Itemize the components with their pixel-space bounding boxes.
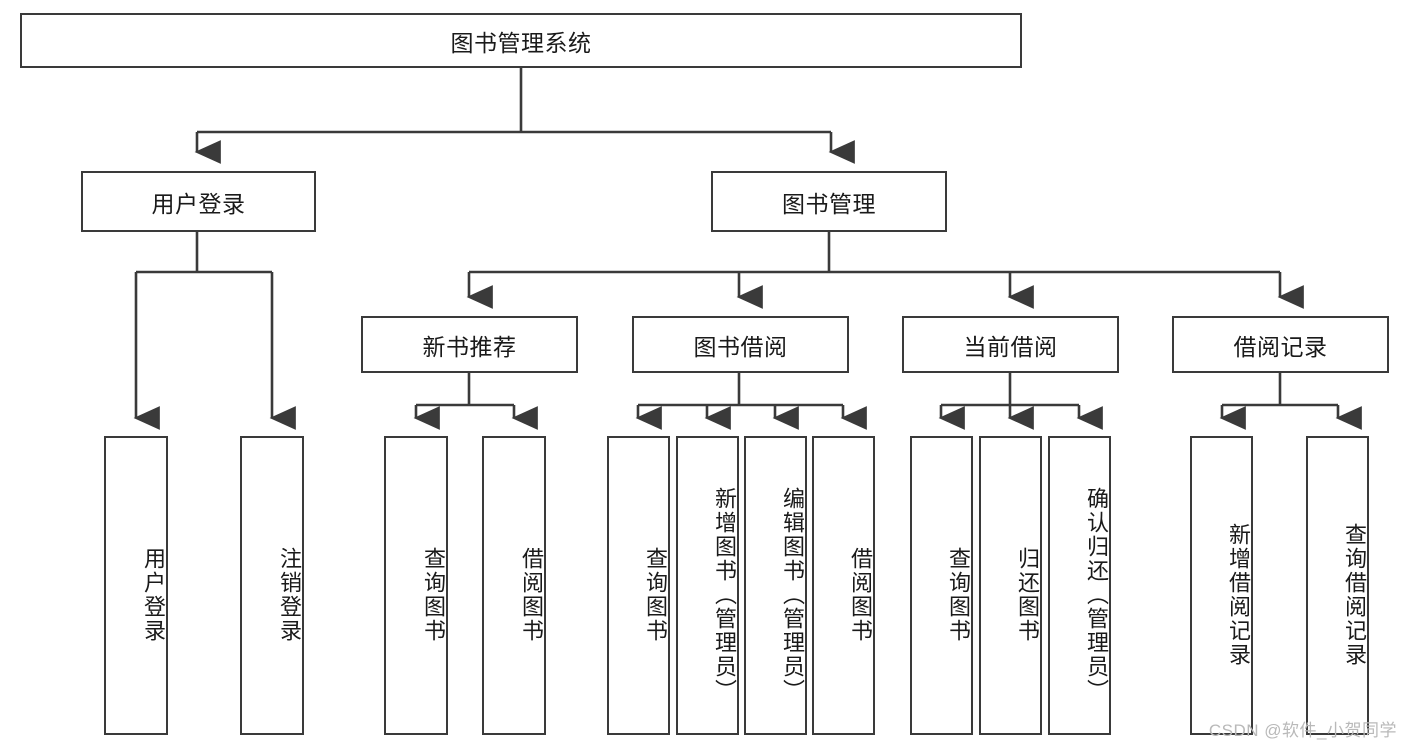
node-label: 归还图书	[1015, 546, 1040, 643]
leaf-record-query-record[interactable]: 查询借阅记录	[1306, 436, 1369, 735]
node-borrow-record[interactable]: 借阅记录	[1172, 316, 1389, 373]
node-label: 图书管理系统	[450, 29, 592, 56]
node-current-borrow[interactable]: 当前借阅	[902, 316, 1119, 373]
leaf-record-add-record[interactable]: 新增借阅记录	[1190, 436, 1253, 735]
node-label: 借阅图书	[519, 546, 544, 643]
node-user-login[interactable]: 用户登录	[81, 171, 316, 232]
node-book-borrow[interactable]: 图书借阅	[632, 316, 849, 373]
node-label: 确认归还（管理员）	[1084, 486, 1109, 703]
node-label: 编辑图书（管理员）	[780, 486, 805, 703]
leaf-user-login-logout[interactable]: 注销登录	[240, 436, 304, 735]
node-label: 用户登录	[151, 190, 246, 217]
node-label: 注销登录	[277, 546, 302, 643]
node-label: 借阅记录	[1233, 333, 1328, 360]
leaf-borrow-borrow-book[interactable]: 借阅图书	[812, 436, 875, 735]
leaf-user-login-login[interactable]: 用户登录	[104, 436, 168, 735]
node-book-management[interactable]: 图书管理	[711, 171, 947, 232]
node-label: 查询借阅记录	[1342, 522, 1367, 667]
leaf-current-query-book[interactable]: 查询图书	[910, 436, 973, 735]
node-label: 新增借阅记录	[1226, 522, 1251, 667]
node-label: 新书推荐	[422, 333, 517, 360]
node-label: 图书借阅	[693, 333, 788, 360]
node-label: 借阅图书	[848, 546, 873, 643]
csdn-watermark: CSDN @软件_小贺同学	[1208, 721, 1397, 740]
leaf-current-return-book[interactable]: 归还图书	[979, 436, 1042, 735]
node-label: 新增图书（管理员）	[712, 486, 737, 703]
node-label: 查询图书	[946, 546, 971, 643]
node-label: 用户登录	[141, 546, 166, 643]
leaf-current-confirm-return-admin[interactable]: 确认归还（管理员）	[1048, 436, 1111, 735]
leaf-borrow-edit-book-admin[interactable]: 编辑图书（管理员）	[744, 436, 807, 735]
leaf-borrow-query-book[interactable]: 查询图书	[607, 436, 670, 735]
node-new-book-recommend[interactable]: 新书推荐	[361, 316, 578, 373]
leaf-borrow-add-book-admin[interactable]: 新增图书（管理员）	[676, 436, 739, 735]
leaf-recommend-borrow-book[interactable]: 借阅图书	[482, 436, 546, 735]
node-label: 查询图书	[643, 546, 668, 643]
node-root-system[interactable]: 图书管理系统	[20, 13, 1022, 68]
node-label: 图书管理	[782, 190, 876, 217]
node-label: 当前借阅	[963, 333, 1058, 360]
node-label: 查询图书	[421, 546, 446, 643]
leaf-recommend-query-book[interactable]: 查询图书	[384, 436, 448, 735]
